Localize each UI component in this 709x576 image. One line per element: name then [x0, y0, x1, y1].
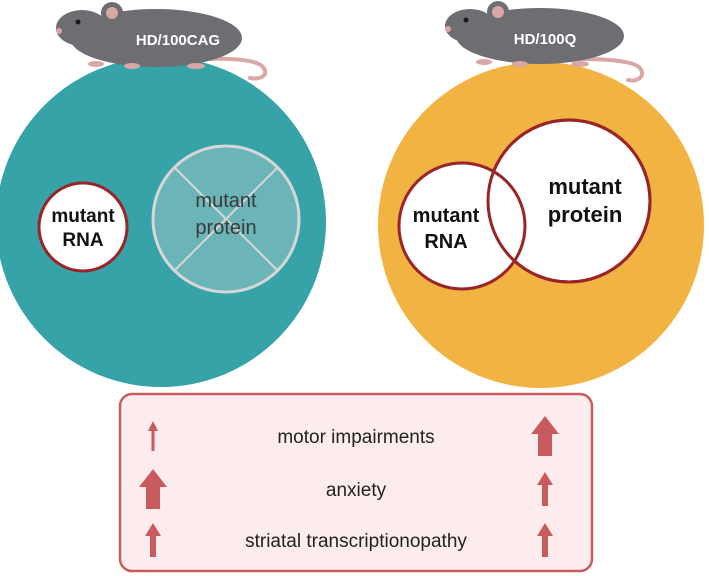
right-mutant-rna-circle: mutant RNA	[397, 118, 652, 291]
up-arrow-icon	[145, 523, 161, 557]
left-rna-label-line2: RNA	[62, 230, 103, 251]
left-mutant-rna-circle: mutant RNA	[37, 181, 129, 273]
left-rna-label-line1: mutant	[51, 206, 115, 227]
right-panel: mutant RNA mutant protein HD/100Q	[378, 1, 704, 388]
left-protein-label-line2: protein	[195, 217, 256, 239]
right-rna-label-line2: RNA	[424, 231, 467, 253]
right-mouse-icon: HD/100Q	[445, 1, 645, 83]
left-mutant-protein-circle: mutant protein	[151, 144, 301, 294]
up-arrow-icon	[537, 472, 553, 506]
left-mouse-icon: HD/100CAG	[56, 2, 268, 81]
phenotype-rows: motor impairments anxiety striatal transcr…	[139, 416, 559, 557]
phenotype-label: anxiety	[326, 480, 387, 501]
phenotype-label: striatal transcriptionopathy	[245, 531, 467, 552]
right-rna-label-line1: mutant	[413, 205, 480, 227]
right-mouse-label: HD/100Q	[514, 31, 577, 48]
up-arrow-icon	[537, 523, 553, 557]
phenotype-box: motor impairments anxiety striatal transcr…	[118, 392, 594, 573]
left-mouse-label: HD/100CAG	[136, 32, 220, 49]
phenotype-label: motor impairments	[277, 427, 434, 448]
phenotype-box-background	[118, 392, 594, 573]
left-protein-label-line1: mutant	[195, 190, 257, 212]
up-arrow-icon	[148, 421, 158, 451]
right-protein-label-line2: protein	[548, 202, 623, 227]
up-arrow-icon	[139, 469, 167, 509]
left-panel: mutant protein mutant RNA HD/100CAG	[0, 2, 326, 387]
up-arrow-icon	[531, 416, 559, 456]
cross-line-2	[174, 167, 278, 271]
right-protein-label-line1: mutant	[548, 174, 622, 199]
